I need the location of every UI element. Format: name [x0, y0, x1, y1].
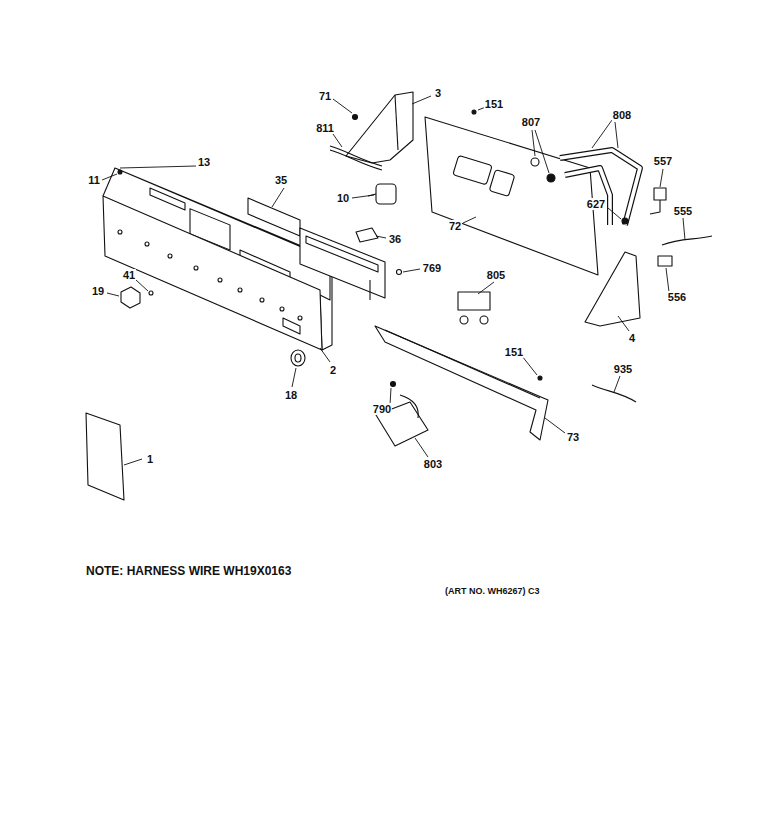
control-board	[300, 228, 385, 300]
callout-number: 73	[566, 431, 580, 443]
callout-number: 557	[653, 155, 673, 167]
callout-number: 4	[628, 332, 636, 344]
callout-number: 807	[521, 116, 541, 128]
art-number: (ART NO. WH6267) C3	[444, 587, 541, 597]
callout-number: 803	[423, 458, 443, 470]
front-panel	[103, 196, 322, 350]
note-text: NOTE: HARNESS WIRE WH19X0163	[85, 565, 292, 578]
callout-number: 151	[504, 346, 524, 358]
callout-number: 811	[315, 122, 335, 134]
callout-number: 11	[87, 174, 101, 186]
clip	[356, 228, 378, 242]
callout-number: 41	[122, 269, 136, 281]
callout-number: 790	[372, 403, 392, 415]
hoses	[531, 150, 640, 225]
control-frame	[103, 168, 332, 350]
callout-number: 808	[612, 109, 632, 121]
callout-number: 71	[318, 90, 332, 102]
callout-number: 805	[486, 269, 506, 281]
callout-number: 35	[274, 174, 288, 186]
screw	[397, 270, 402, 275]
leader-lines	[102, 96, 685, 465]
callout-number: 769	[422, 262, 442, 274]
knobs	[118, 170, 305, 366]
callout-number: 10	[336, 192, 350, 204]
end-bracket	[330, 92, 413, 204]
callout-number: 2	[329, 364, 337, 376]
callout-number: 36	[388, 233, 402, 245]
callout-number: 627	[586, 198, 606, 210]
callout-number: 13	[197, 156, 211, 168]
callout-number: 1	[146, 453, 154, 465]
callout-number: 555	[673, 205, 693, 217]
sensor-parts	[622, 188, 712, 266]
valve	[458, 292, 490, 324]
callout-number: 556	[667, 291, 687, 303]
callout-number: 19	[91, 285, 105, 297]
rear-panel	[425, 110, 598, 275]
manual-envelope	[86, 413, 124, 500]
end-bracket	[585, 252, 640, 326]
callout-number: 3	[434, 87, 442, 99]
callout-number: 151	[484, 98, 504, 110]
callout-number: 935	[613, 363, 633, 375]
callout-number: 18	[284, 389, 298, 401]
callout-number: 72	[448, 220, 462, 232]
